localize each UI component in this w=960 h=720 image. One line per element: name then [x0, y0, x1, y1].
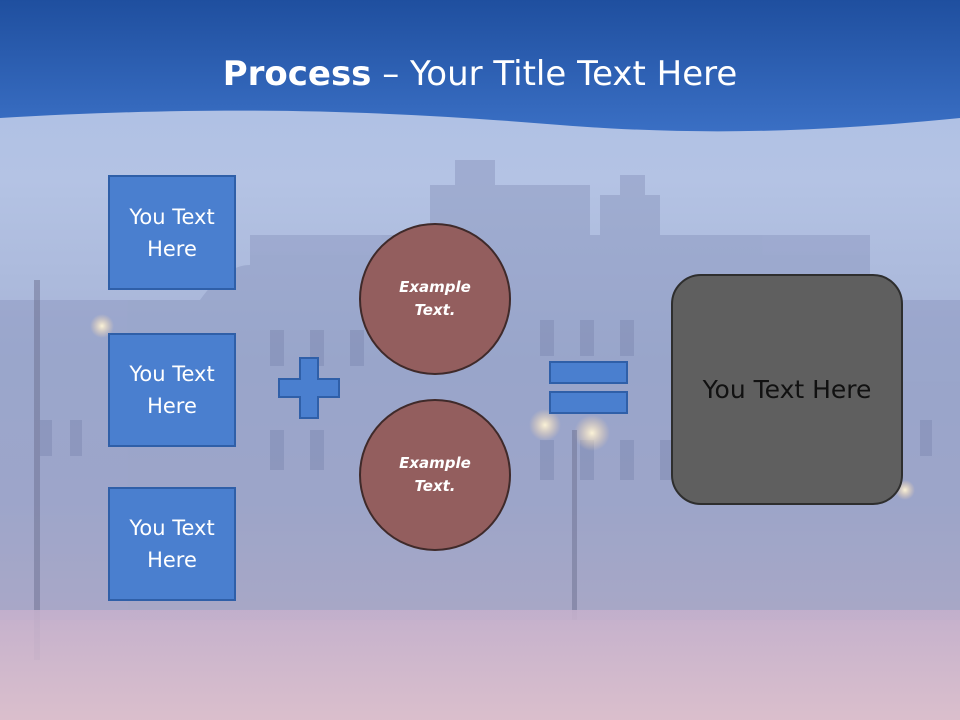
input-box-3-label: You Text Here	[129, 516, 215, 572]
example-circle-2: Example Text.	[359, 399, 511, 551]
slide-title: Process – Your Title Text Here	[0, 52, 960, 96]
plus-icon	[278, 357, 340, 419]
input-box-3: You Text Here	[108, 487, 236, 601]
result-box-label: You Text Here	[702, 375, 872, 404]
result-box: You Text Here	[671, 274, 903, 505]
example-circle-1-label: Example Text.	[399, 278, 471, 319]
title-bold: Process	[222, 54, 372, 94]
equals-icon	[549, 361, 628, 414]
input-box-1-label: You Text Here	[129, 204, 215, 261]
header-banner	[0, 0, 960, 132]
example-circle-2-label: Example Text.	[399, 454, 471, 495]
input-box-2-label: You Text Here	[129, 362, 215, 418]
example-circle-1: Example Text.	[359, 223, 511, 375]
input-box-1: You Text Here	[108, 175, 236, 290]
title-rest: – Your Title Text Here	[371, 54, 738, 94]
input-box-2: You Text Here	[108, 333, 236, 447]
